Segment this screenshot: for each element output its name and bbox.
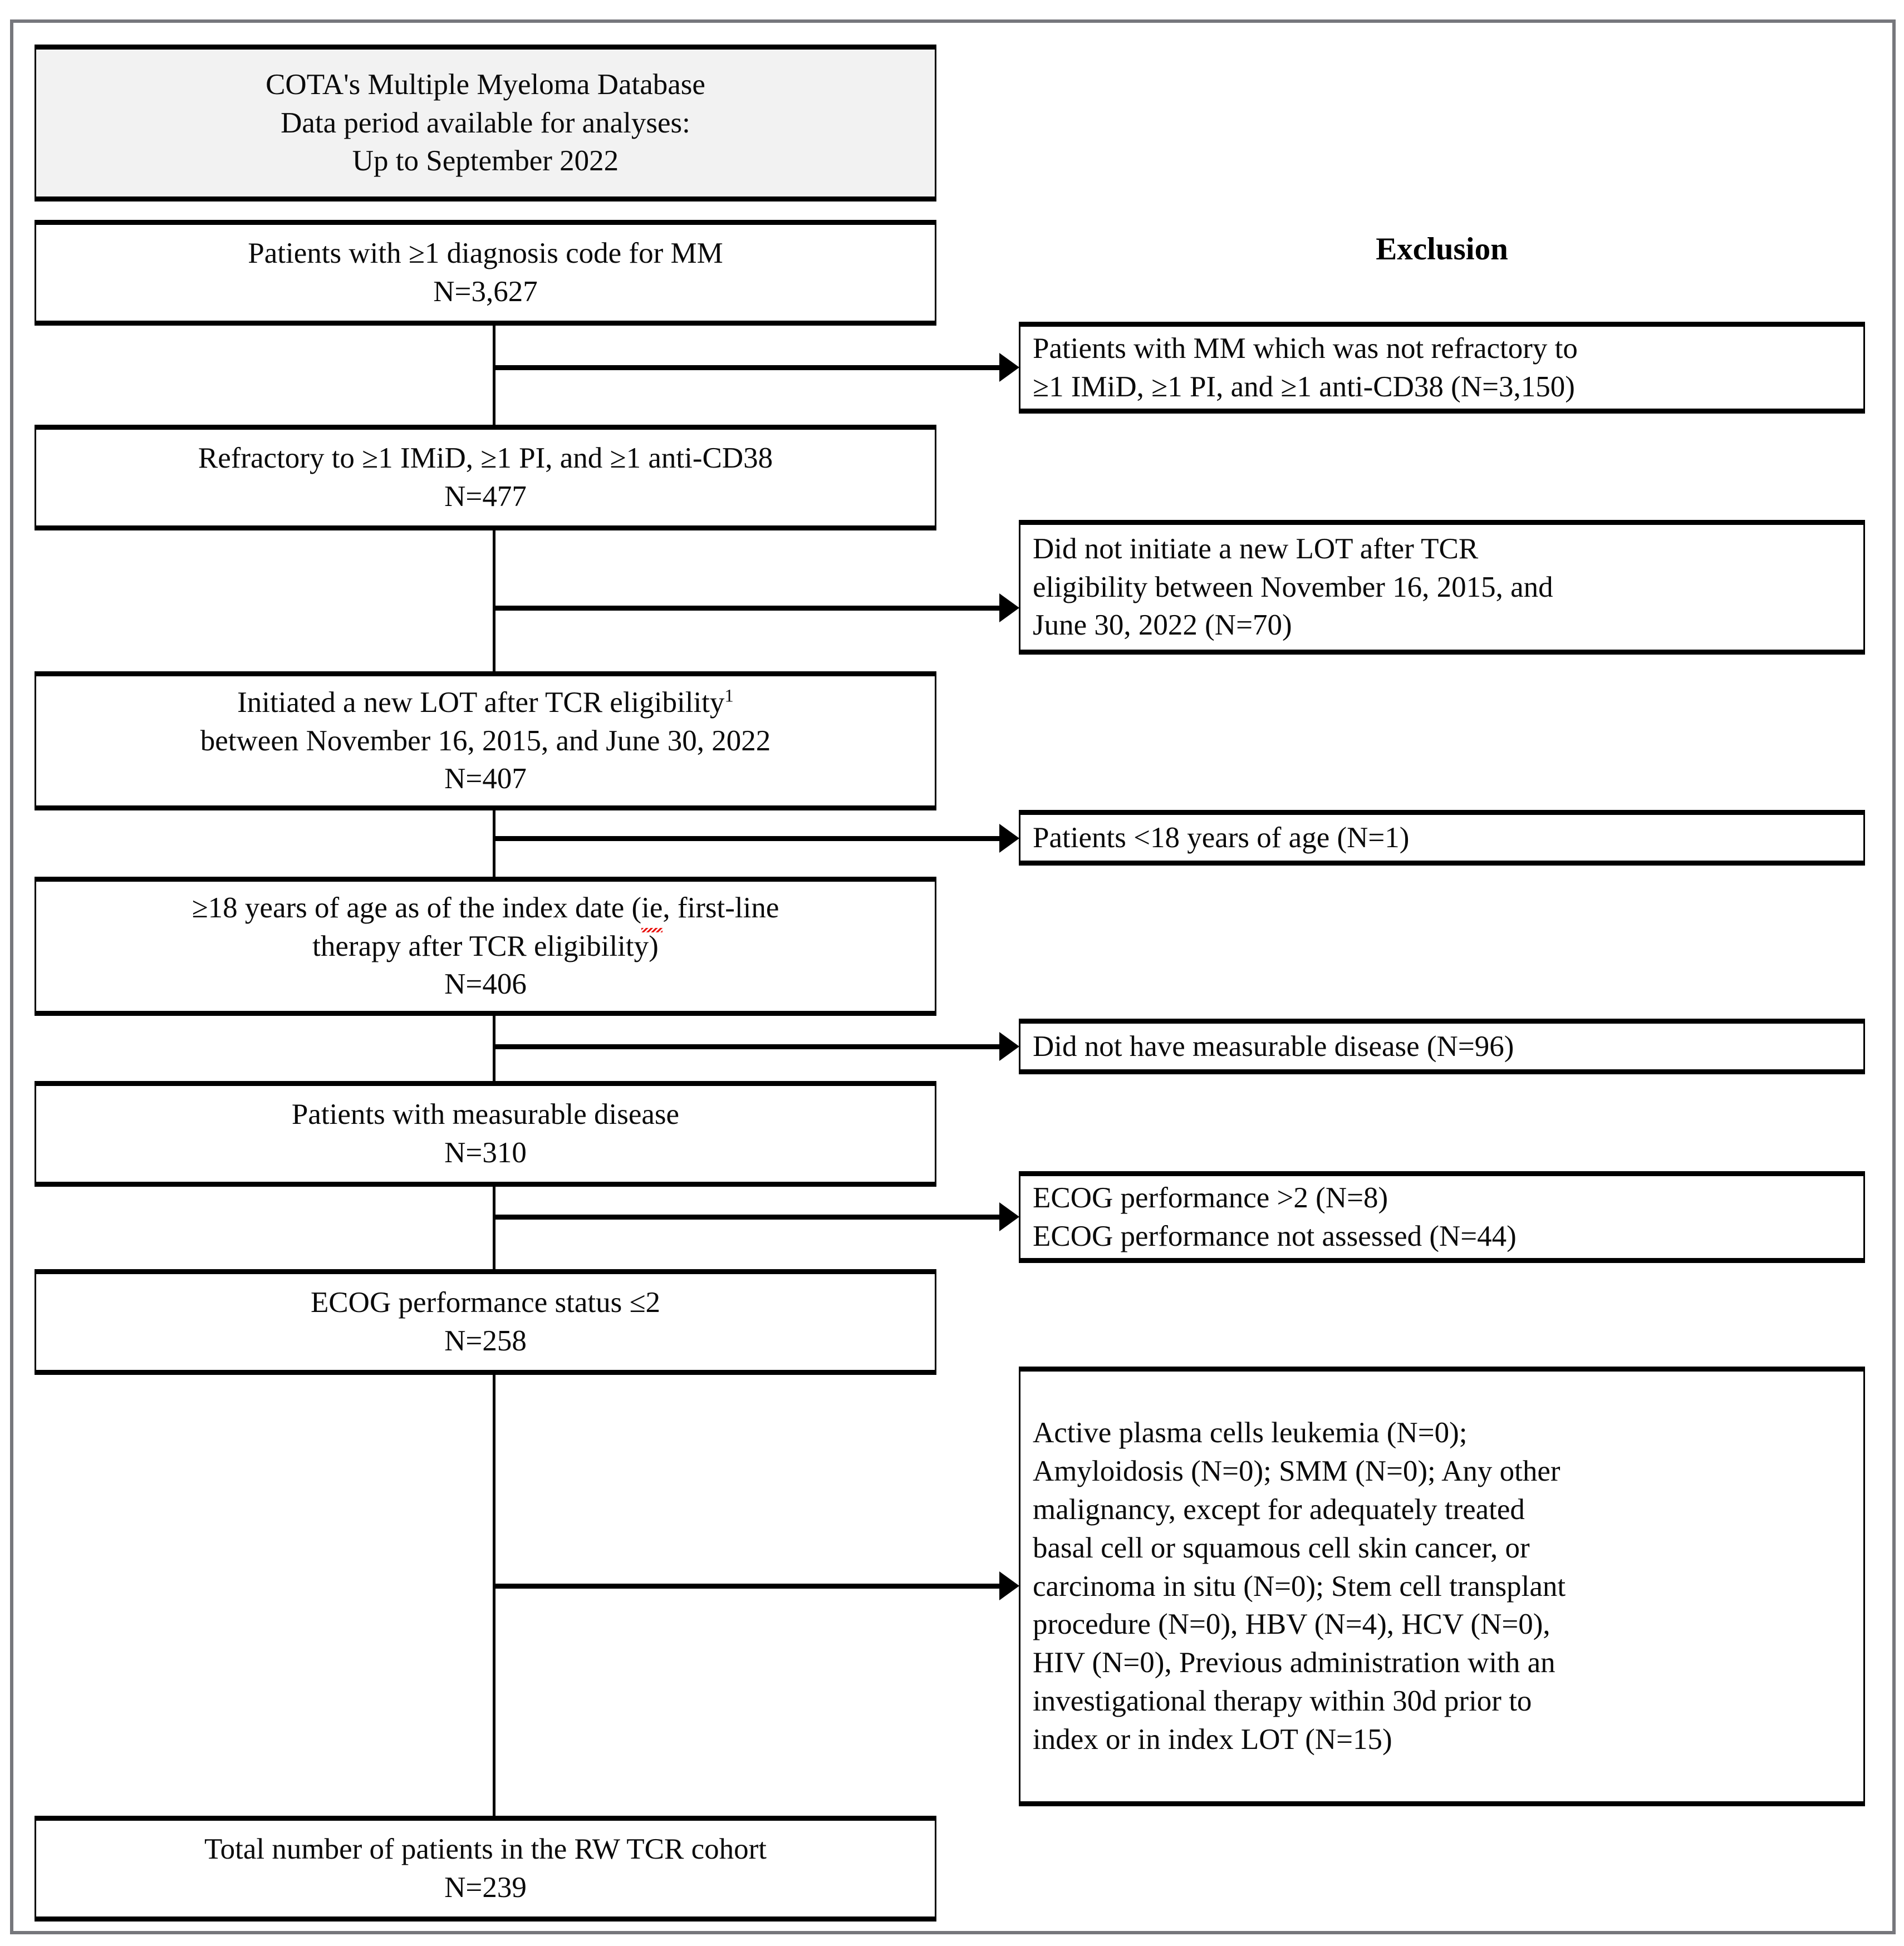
arrowhead-to-exclusion-6 [999, 1571, 1019, 1600]
step1-line-2: N=3,627 [433, 276, 538, 308]
step3-line-3: N=407 [444, 763, 527, 795]
connector-vertical-step5-step6 [493, 1187, 495, 1269]
step5-line-1: Patients with measurable disease [291, 1098, 680, 1131]
step6-line-2: N=258 [444, 1325, 527, 1357]
excl6-line-8: investigational therapy within 30d prior… [1033, 1685, 1532, 1718]
excl5-line-1: ECOG performance >2 (N=8) [1033, 1181, 1388, 1214]
exclusion-box-5: ECOG performance >2 (N=8) ECOG performan… [1019, 1171, 1865, 1263]
connector-horizontal-to-exclusion-6 [493, 1584, 999, 1589]
step4-line-2: therapy after TCR eligibility) [312, 930, 659, 962]
source-line-3: Up to September 2022 [352, 145, 619, 178]
source-line-2: Data period available for analyses: [281, 106, 690, 139]
step4-line-1: ≥18 years of age as of the index date (i… [192, 889, 779, 932]
excl3-line-1: Patients <18 years of age (N=1) [1033, 821, 1410, 854]
exclusion-box-4: Did not have measurable disease (N=96) [1019, 1019, 1865, 1074]
step3-line-1-text: Initiated a new LOT after TCR eligibilit… [237, 686, 725, 719]
connector-vertical-step3-step4 [493, 810, 495, 877]
step5-line-2: N=310 [444, 1137, 527, 1169]
connector-horizontal-to-exclusion-2 [493, 606, 999, 611]
step3-line-2: between November 16, 2015, and June 30, … [200, 724, 771, 757]
flow-box-step4: ≥18 years of age as of the index date (i… [35, 877, 936, 1016]
flow-box-source: COTA's Multiple Myeloma Database Data pe… [35, 45, 936, 202]
arrowhead-to-exclusion-2 [999, 593, 1019, 622]
connector-horizontal-to-exclusion-1 [493, 365, 999, 370]
flow-box-step7-final-cohort: Total number of patients in the RW TCR c… [35, 1816, 936, 1922]
excl6-line-3: malignancy, except for adequately treate… [1033, 1493, 1525, 1526]
excl1-line-1: Patients with MM which was not refractor… [1033, 332, 1578, 365]
step2-line-1: Refractory to ≥1 IMiD, ≥1 PI, and ≥1 ant… [198, 442, 773, 475]
excl4-line-1: Did not have measurable disease (N=96) [1033, 1030, 1514, 1063]
step7-line-2: N=239 [444, 1871, 527, 1904]
excl1-line-2: ≥1 IMiD, ≥1 PI, and ≥1 anti-CD38 (N=3,15… [1033, 370, 1575, 403]
connector-horizontal-to-exclusion-4 [493, 1044, 999, 1049]
spellcheck-flagged-word: ie [641, 889, 663, 932]
connector-vertical-step6-step7 [493, 1375, 495, 1816]
excl6-line-6: procedure (N=0), HBV (N=4), HCV (N=0), [1033, 1608, 1550, 1641]
exclusion-box-2: Did not initiate a new LOT after TCR eli… [1019, 520, 1865, 655]
excl2-line-1: Did not initiate a new LOT after TCR [1033, 532, 1479, 565]
source-line-1: COTA's Multiple Myeloma Database [266, 68, 705, 101]
step1-line-1: Patients with ≥1 diagnosis code for MM [248, 237, 723, 270]
flow-box-step2: Refractory to ≥1 IMiD, ≥1 PI, and ≥1 ant… [35, 425, 936, 530]
arrowhead-to-exclusion-5 [999, 1202, 1019, 1231]
arrowhead-to-exclusion-3 [999, 824, 1019, 853]
connector-vertical-step1-step2 [493, 326, 495, 425]
step7-line-1: Total number of patients in the RW TCR c… [204, 1833, 767, 1866]
step4-line-1-prefix: ≥18 years of age as of the index date ( [192, 891, 642, 924]
connector-horizontal-to-exclusion-3 [493, 836, 999, 841]
step6-line-1: ECOG performance status ≤2 [310, 1286, 661, 1319]
arrowhead-to-exclusion-4 [999, 1032, 1019, 1061]
excl6-line-7: HIV (N=0), Previous administration with … [1033, 1647, 1555, 1679]
excl6-line-5: carcinoma in situ (N=0); Stem cell trans… [1033, 1570, 1566, 1603]
excl5-line-2: ECOG performance not assessed (N=44) [1033, 1220, 1517, 1252]
step3-footnote-marker: 1 [724, 686, 734, 706]
step4-line-3: N=406 [444, 968, 527, 1001]
excl6-line-2: Amyloidosis (N=0); SMM (N=0); Any other [1033, 1454, 1561, 1487]
excl6-line-9: index or in index LOT (N=15) [1033, 1723, 1392, 1756]
exclusion-box-3: Patients <18 years of age (N=1) [1019, 810, 1865, 866]
excl6-line-4: basal cell or squamous cell skin cancer,… [1033, 1531, 1530, 1564]
step3-line-1: Initiated a new LOT after TCR eligibilit… [200, 684, 771, 722]
step2-line-2: N=477 [444, 480, 527, 513]
flow-box-step3: Initiated a new LOT after TCR eligibilit… [35, 671, 936, 810]
excl2-line-3: June 30, 2022 (N=70) [1033, 609, 1292, 642]
connector-horizontal-to-exclusion-5 [493, 1215, 999, 1220]
excl2-line-2: eligibility between November 16, 2015, a… [1033, 571, 1553, 603]
step4-line-1-suffix: , first-line [663, 891, 779, 924]
flow-box-step1: Patients with ≥1 diagnosis code for MM N… [35, 220, 936, 326]
exclusion-column-heading: Exclusion [1376, 232, 1508, 267]
connector-vertical-step2-step3 [493, 530, 495, 671]
excl6-line-1: Active plasma cells leukemia (N=0); [1033, 1416, 1468, 1449]
flow-box-step6: ECOG performance status ≤2 N=258 [35, 1269, 936, 1375]
flow-box-step5: Patients with measurable disease N=310 [35, 1081, 936, 1187]
exclusion-box-6: Active plasma cells leukemia (N=0); Amyl… [1019, 1367, 1865, 1806]
arrowhead-to-exclusion-1 [999, 353, 1019, 382]
exclusion-box-1: Patients with MM which was not refractor… [1019, 322, 1865, 414]
